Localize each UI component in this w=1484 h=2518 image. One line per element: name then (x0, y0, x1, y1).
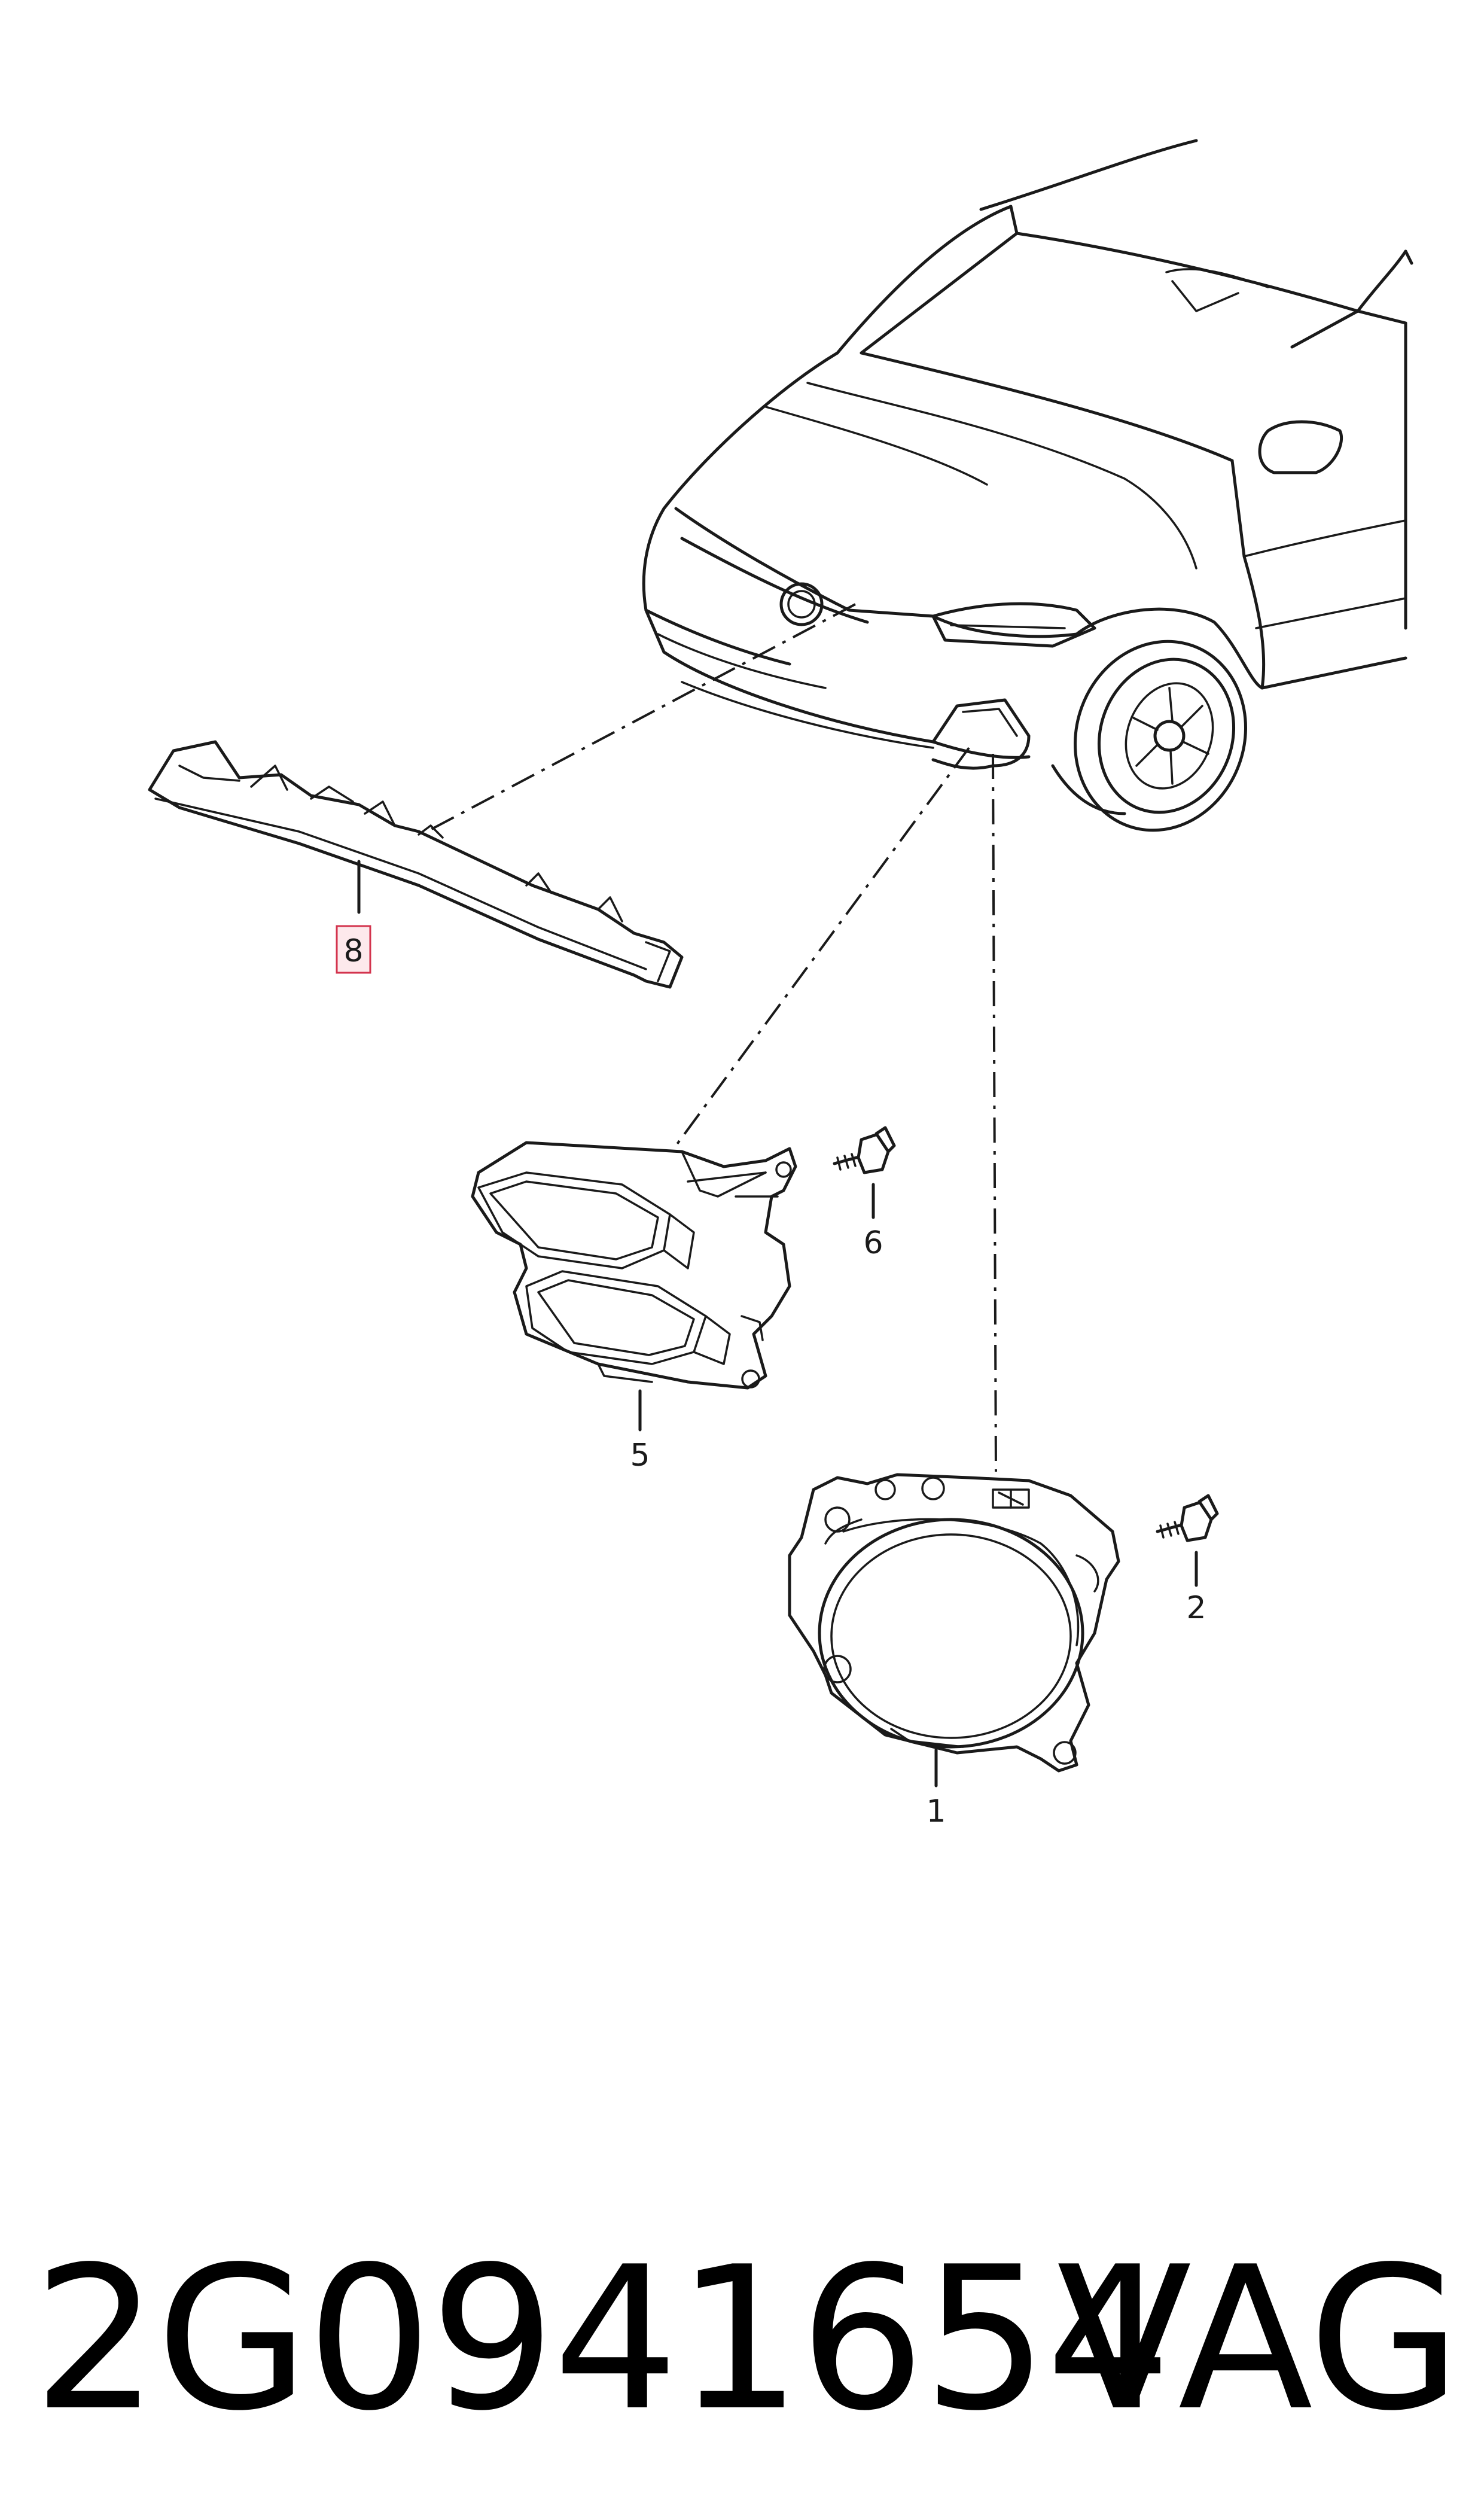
callout-6-label: 6 (863, 1225, 883, 1261)
part-5-led-light (471, 1141, 797, 1432)
callout-2[interactable]: 2 (1186, 1590, 1206, 1626)
part-1-fog-lamp (788, 1473, 1120, 1788)
callout-5-label: 5 (630, 1438, 650, 1473)
callout-8-highlight (336, 925, 371, 974)
callout-8-label: 8 (343, 933, 363, 969)
callout-1-label: 1 (926, 1794, 946, 1829)
callout-6[interactable]: 6 (863, 1225, 883, 1261)
callout-5[interactable]: 5 (630, 1438, 650, 1473)
part-2-bolt (1156, 1494, 1219, 1587)
part-6-bolt (833, 1126, 896, 1219)
callout-1[interactable]: 1 (926, 1794, 946, 1829)
callout-2-label: 2 (1186, 1590, 1206, 1626)
part-8-trim-strip (148, 740, 684, 989)
callout-8[interactable]: 8 (336, 925, 371, 974)
car-illustration (642, 139, 1413, 832)
parts-diagram: 8 6 5 2 1 (148, 139, 1413, 1829)
part-number: 2G0941654 (33, 2224, 1171, 2454)
assembly-lines (415, 603, 997, 1472)
brand-label: VAG (1056, 2224, 1461, 2454)
